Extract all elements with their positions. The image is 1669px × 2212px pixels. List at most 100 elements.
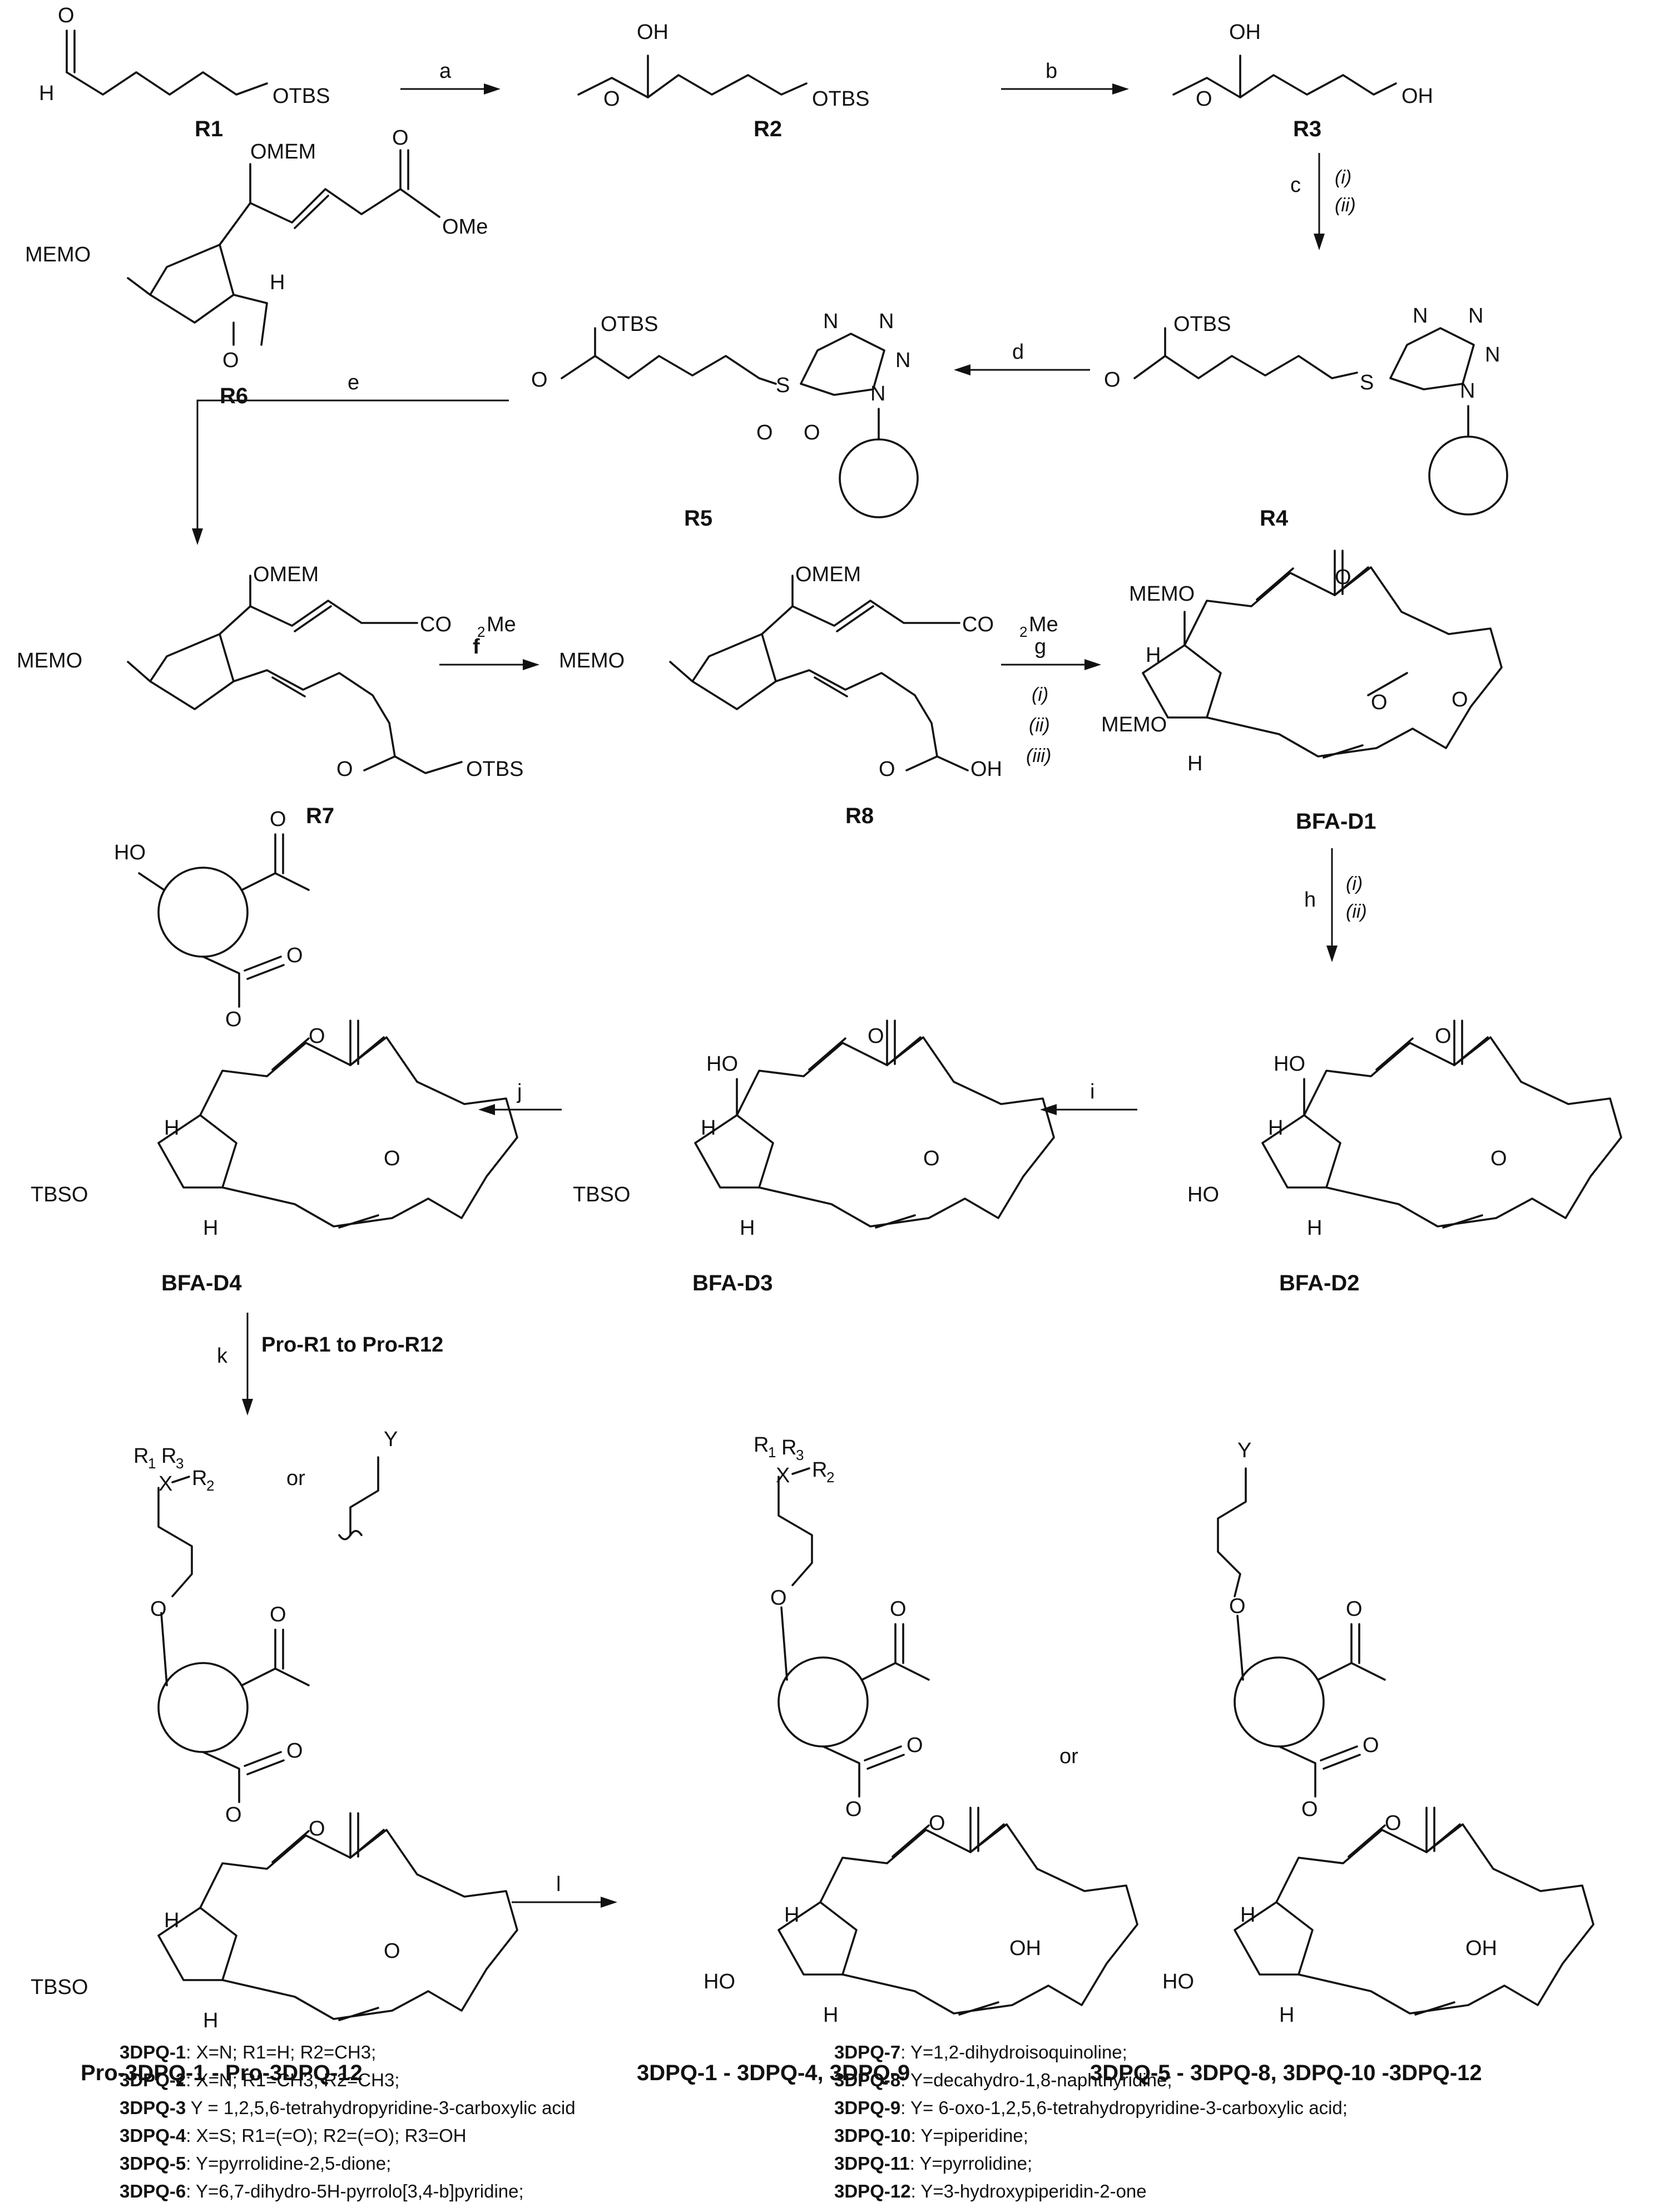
svg-text:O: O — [845, 1798, 862, 1821]
compound-R2: OH O OTBS R2 — [577, 21, 869, 141]
legend-item: 3DPQ-5: Y=pyrrolidine-2,5-dione; — [120, 2153, 392, 2174]
svg-text:O: O — [1385, 1812, 1401, 1835]
svg-text:Y: Y — [1237, 1439, 1251, 1462]
legend-item: 3DPQ-7: Y=1,2-dihydroisoquinoline; — [834, 2042, 1127, 2062]
label-pro-3dpq: Pro-3DPQ-1 - Pro-3DPQ-12 — [81, 2061, 363, 2085]
svg-text:O: O — [336, 758, 353, 781]
legend-item: 3DPQ-1: X=N; R1=H; R2=CH3; — [120, 2042, 377, 2062]
svg-text:H: H — [1279, 2003, 1294, 2027]
step-f-arrow: f — [439, 635, 539, 670]
svg-text:H: H — [784, 1903, 799, 1927]
svg-text:OTBS: OTBS — [812, 87, 869, 111]
compound-R5: OTBS O S O O N N N N R5 — [531, 310, 919, 531]
svg-text:HO: HO — [1274, 1052, 1305, 1076]
label-BFA-D3: BFA-D3 — [692, 1271, 772, 1295]
svg-text:O: O — [392, 126, 409, 150]
svg-text:H: H — [1268, 1116, 1283, 1140]
svg-text:2: 2 — [826, 1469, 834, 1486]
svg-text:O: O — [890, 1597, 907, 1621]
svg-text:OH: OH — [1229, 21, 1261, 44]
svg-text:O: O — [929, 1812, 945, 1835]
step-a-arrow: a — [400, 60, 501, 95]
svg-text:O: O — [923, 1147, 940, 1170]
svg-text:2: 2 — [206, 1477, 214, 1494]
svg-text:O: O — [879, 758, 895, 781]
svg-text:O: O — [1346, 1597, 1363, 1621]
svg-text:H: H — [203, 2009, 218, 2032]
svg-text:OH: OH — [970, 758, 1002, 781]
svg-text:O: O — [286, 1739, 303, 1763]
svg-text:TBSO: TBSO — [573, 1183, 630, 1206]
svg-text:OMEM: OMEM — [253, 563, 319, 586]
label-BFA-D1: BFA-D1 — [1296, 809, 1376, 834]
svg-text:N: N — [870, 382, 885, 405]
label-3dpq-b: 3DPQ-5 - 3DPQ-8, 3DPQ-10 -3DPQ-12 — [1090, 2061, 1482, 2085]
svg-text:O: O — [1196, 87, 1212, 111]
label-R7: R7 — [306, 804, 334, 828]
svg-text:HO: HO — [704, 1970, 735, 1993]
step-j-arrow: j — [478, 1080, 562, 1115]
svg-text:H: H — [164, 1116, 179, 1140]
svg-text:h: h — [1304, 888, 1316, 912]
svg-text:3: 3 — [176, 1455, 184, 1472]
label-R1: R1 — [195, 117, 223, 141]
svg-text:Me: Me — [487, 613, 516, 636]
svg-text:O: O — [270, 808, 286, 831]
svg-text:O: O — [907, 1734, 923, 1757]
svg-text:k: k — [217, 1344, 228, 1368]
compound-pro-3dpq: R 1 R 3 X R 2 or Y O O O O H H O O TBSO … — [31, 1428, 518, 2085]
svg-text:3: 3 — [796, 1447, 804, 1463]
svg-text:1: 1 — [768, 1444, 776, 1461]
label-R6: R6 — [220, 384, 248, 408]
svg-text:OTBS: OTBS — [466, 758, 523, 781]
legend-right: 3DPQ-7: Y=1,2-dihydroisoquinoline; 3DPQ-… — [834, 2038, 1348, 2150]
legend-left: 3DPQ-1: X=N; R1=H; R2=CH3; 3DPQ-2: X=N; … — [120, 2038, 576, 2150]
svg-text:H: H — [1187, 752, 1202, 775]
compound-BFA-D4: HO O O O H H O O TBSO BFA-D4 — [31, 808, 518, 1295]
step-h-arrow: h (i) (ii) — [1304, 848, 1367, 962]
svg-text:O: O — [58, 4, 75, 27]
compound-R7: OMEM CO 2 Me MEMO O OTBS R7 — [17, 563, 523, 828]
svg-text:O: O — [1435, 1025, 1452, 1048]
svg-text:OTBS: OTBS — [1173, 313, 1231, 336]
svg-text:O: O — [309, 1817, 325, 1840]
label-3dpq-a: 3DPQ-1 - 3DPQ-4, 3DPQ-9 — [637, 2061, 910, 2085]
compound-3dpq-b: Y O O O O H H O OH HO 3DPQ-5 - 3DPQ-8, 3… — [1090, 1439, 1594, 2085]
svg-text:O: O — [309, 1025, 325, 1048]
svg-text:OH: OH — [637, 21, 668, 44]
legend-item: 3DPQ-3 Y = 1,2,5,6-tetrahydropyridine-3-… — [120, 2097, 576, 2118]
svg-text:f: f — [473, 635, 480, 659]
svg-text:O: O — [770, 1586, 787, 1610]
svg-text:b: b — [1046, 60, 1057, 83]
legend-item: 3DPQ-10: Y=piperidine; — [834, 2125, 1028, 2146]
compound-BFA-D1: MEMO H H O O MEMO O BFA-D1 — [1101, 550, 1503, 834]
svg-text:2: 2 — [477, 623, 485, 640]
legend-item: 3DPQ-8: Y=decahydro-1,8-naphthyridine; — [834, 2070, 1172, 2090]
svg-text:OTBS: OTBS — [273, 85, 330, 108]
compound-R6: OMEM O OMe MEMO H O R6 — [25, 126, 488, 408]
svg-text:j: j — [517, 1080, 522, 1103]
svg-text:or: or — [286, 1467, 305, 1490]
step-k-arrow: k Pro-R1 to Pro-R12 — [217, 1313, 443, 1416]
legend-item: 3DPQ-9: Y= 6-oxo-1,2,5,6-tetrahydropyrid… — [834, 2097, 1348, 2118]
svg-text:O: O — [1490, 1147, 1507, 1170]
svg-text:N: N — [1460, 379, 1475, 403]
svg-text:R: R — [781, 1436, 796, 1459]
svg-text:S: S — [1360, 371, 1374, 394]
svg-text:MEMO: MEMO — [559, 649, 625, 672]
svg-text:OMe: OMe — [442, 215, 488, 239]
svg-text:TBSO: TBSO — [31, 1183, 88, 1206]
svg-text:H: H — [270, 271, 285, 294]
step-e-arrow: e — [192, 371, 509, 545]
svg-text:O: O — [1371, 691, 1388, 714]
legend-item: 3DPQ-11: Y=pyrrolidine; — [834, 2153, 1033, 2174]
label-R8: R8 — [845, 804, 874, 828]
label-R2: R2 — [754, 117, 782, 141]
svg-text:HO: HO — [1187, 1183, 1219, 1206]
compound-R8: OMEM CO 2 Me MEMO O OH R8 — [559, 563, 1058, 828]
svg-text:Me: Me — [1029, 613, 1058, 636]
compound-R4: OTBS O S N N N N R4 — [1104, 304, 1508, 531]
svg-text:O: O — [1229, 1595, 1246, 1618]
svg-text:(i): (i) — [1032, 684, 1048, 705]
